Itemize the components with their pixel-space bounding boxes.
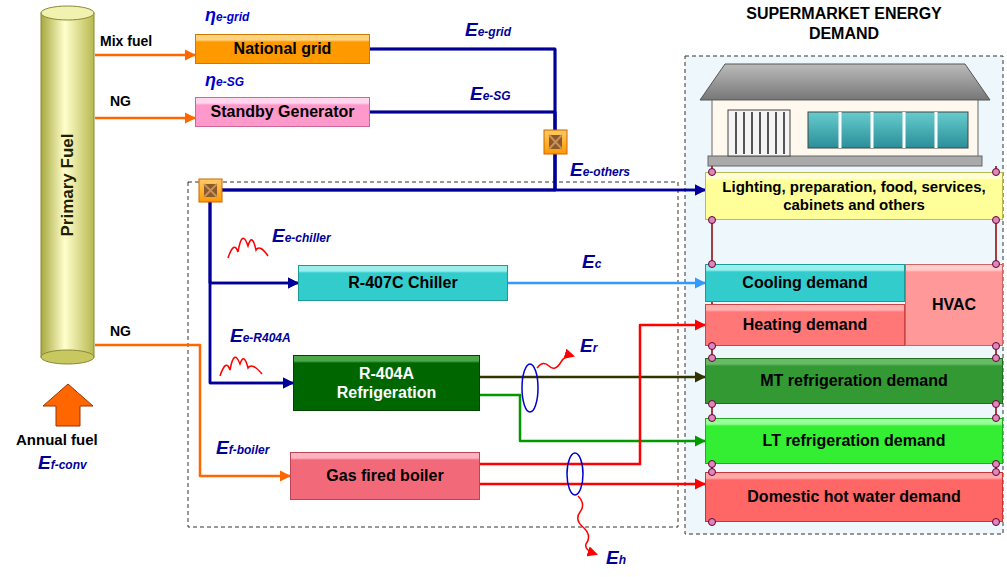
energy-loop (522, 356, 596, 554)
flow-connector (95, 345, 290, 476)
demand-box: Domestic hot water demand (705, 472, 1003, 522)
system-boundary (188, 182, 678, 527)
node-text: Domestic hot water demand (747, 487, 960, 506)
cylinder-top (41, 6, 94, 20)
cylinder-body (41, 13, 94, 357)
fuel-label: Mix fuel (100, 34, 152, 49)
process-box: Standby Generator (195, 97, 370, 127)
load-profile-sketch (220, 357, 262, 376)
node-text: Cooling demand (742, 273, 867, 292)
node-text: R-404A Refrigeration (327, 364, 447, 402)
node-text: Heating demand (743, 315, 867, 334)
process-box: Gas fired boiler (290, 452, 480, 500)
process-box: R-407C Chiller (298, 265, 508, 301)
energy-label: Er (580, 336, 597, 357)
cylinder-bottom (41, 350, 94, 364)
demand-region: SUPERMARKET ENERGY DEMAND Lighting, prepa… (685, 0, 1003, 535)
demand-box: LT refrigeration demand (705, 418, 1003, 464)
demand-box: Lighting, preparation, food, services, c… (705, 172, 1003, 220)
energy-label: Ef-boiler (216, 438, 269, 459)
flow-connector (480, 395, 705, 441)
junction-box (199, 179, 222, 202)
supermarket-building (736, 112, 784, 154)
flow-connector (210, 112, 555, 383)
node-text: HVAC (932, 295, 976, 314)
demand-box: Heating demand (705, 304, 905, 346)
node-text: MT refrigeration demand (760, 371, 948, 390)
energy-label: Ee-R404A (230, 326, 291, 347)
energy-loop (578, 496, 596, 554)
fuel-note: Annual fuel (16, 432, 98, 449)
node-text: Gas fired boiler (326, 466, 443, 485)
supermarket-building (708, 156, 982, 166)
supermarket-building (840, 112, 936, 148)
fuel-label: NG (110, 94, 131, 109)
fuel-cylinder: Primary Fuel (40, 5, 95, 365)
node-text: R-407C Chiller (348, 273, 457, 292)
demand-box: Cooling demand (705, 264, 905, 302)
flow-connector (95, 54, 195, 57)
junction-box (549, 135, 562, 149)
load-profile-sketch (228, 238, 268, 258)
fuel-input-arrow (43, 384, 93, 426)
junction-box (544, 130, 567, 154)
junction-box (544, 130, 567, 154)
junction-box (204, 184, 217, 197)
demand-box: MT refrigeration demand (705, 358, 1003, 404)
fuel-label: NG (110, 324, 131, 339)
fuel-input-arrow (43, 384, 93, 426)
system-boundary (188, 182, 678, 527)
energy-loop (567, 453, 583, 495)
demand-region-frame (685, 56, 1003, 534)
region-title: SUPERMARKET ENERGY DEMAND (719, 4, 969, 44)
node-text: LT refrigeration demand (763, 431, 946, 450)
node-text: National grid (234, 39, 332, 58)
node-label: Primary Fuel (58, 134, 78, 237)
demand-box: HVAC (905, 264, 1003, 346)
energy-loop (522, 364, 538, 412)
energy-label: Ee-chiller (272, 226, 331, 247)
node-text: Standby Generator (210, 102, 354, 121)
process-box: R-404A Refrigeration (293, 355, 480, 411)
flow-connector (480, 376, 705, 379)
junction-box (549, 135, 562, 149)
energy-label: Ee-grid (465, 20, 511, 41)
flow-connector (210, 112, 555, 283)
energy-loop (537, 356, 573, 369)
load-profile-sketch (220, 238, 268, 376)
demand-region-frame (685, 56, 1003, 534)
efficiency-label: ηe-grid (205, 6, 249, 26)
node-text: Lighting, preparation, food, services, c… (712, 178, 996, 214)
supermarket-building (728, 110, 790, 156)
efficiency-label: ηe-SG (205, 71, 244, 91)
supermarket-building (808, 112, 968, 148)
flow-connector (480, 483, 705, 486)
flow-connector (508, 282, 705, 285)
supermarket-building (700, 64, 990, 166)
supermarket-building (700, 64, 990, 100)
supermarket-building (712, 100, 978, 158)
energy-label: Ef-conv (38, 453, 87, 474)
energy-label: Ec (582, 252, 601, 273)
energy-label: Eh (606, 548, 626, 569)
process-box: National grid (195, 34, 370, 64)
flow-connector (480, 325, 705, 464)
flow-connector (370, 49, 705, 190)
energy-label: Ee-SG (470, 84, 511, 105)
flow-connector (95, 117, 195, 120)
flow-connector (210, 49, 555, 283)
energy-label: Ee-others (570, 160, 630, 181)
junction-box (199, 179, 222, 202)
junction-box (204, 184, 217, 197)
flow-connector (370, 112, 705, 190)
